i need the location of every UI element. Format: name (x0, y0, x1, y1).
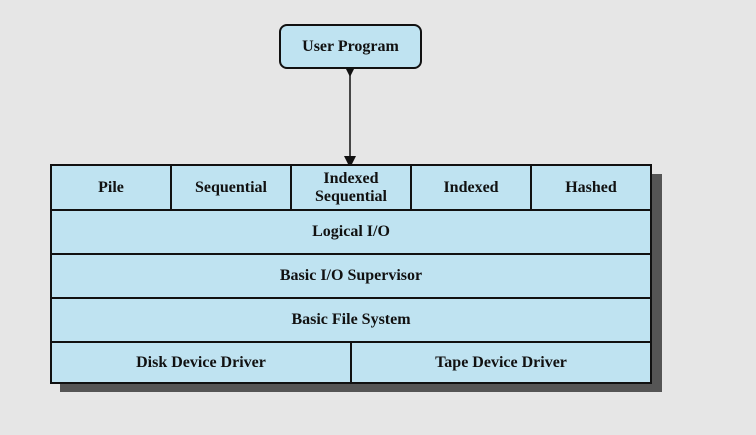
layer-logical-io: Logical I/O (52, 209, 650, 252)
user-program-box: User Program (279, 24, 422, 69)
access-methods-row: Pile Sequential Indexed Sequential Index… (52, 166, 650, 209)
access-method-indexed-sequential: Indexed Sequential (292, 166, 412, 209)
driver-tape-device: Tape Device Driver (352, 341, 650, 382)
file-system-stack: Pile Sequential Indexed Sequential Index… (50, 164, 652, 384)
access-method-indexed: Indexed (412, 166, 532, 209)
access-method-hashed: Hashed (532, 166, 650, 209)
driver-disk-device: Disk Device Driver (52, 341, 352, 382)
layer-basic-file-system: Basic File System (52, 297, 650, 340)
access-method-pile: Pile (52, 166, 172, 209)
access-method-sequential: Sequential (172, 166, 292, 209)
layer-basic-io-supervisor: Basic I/O Supervisor (52, 253, 650, 296)
